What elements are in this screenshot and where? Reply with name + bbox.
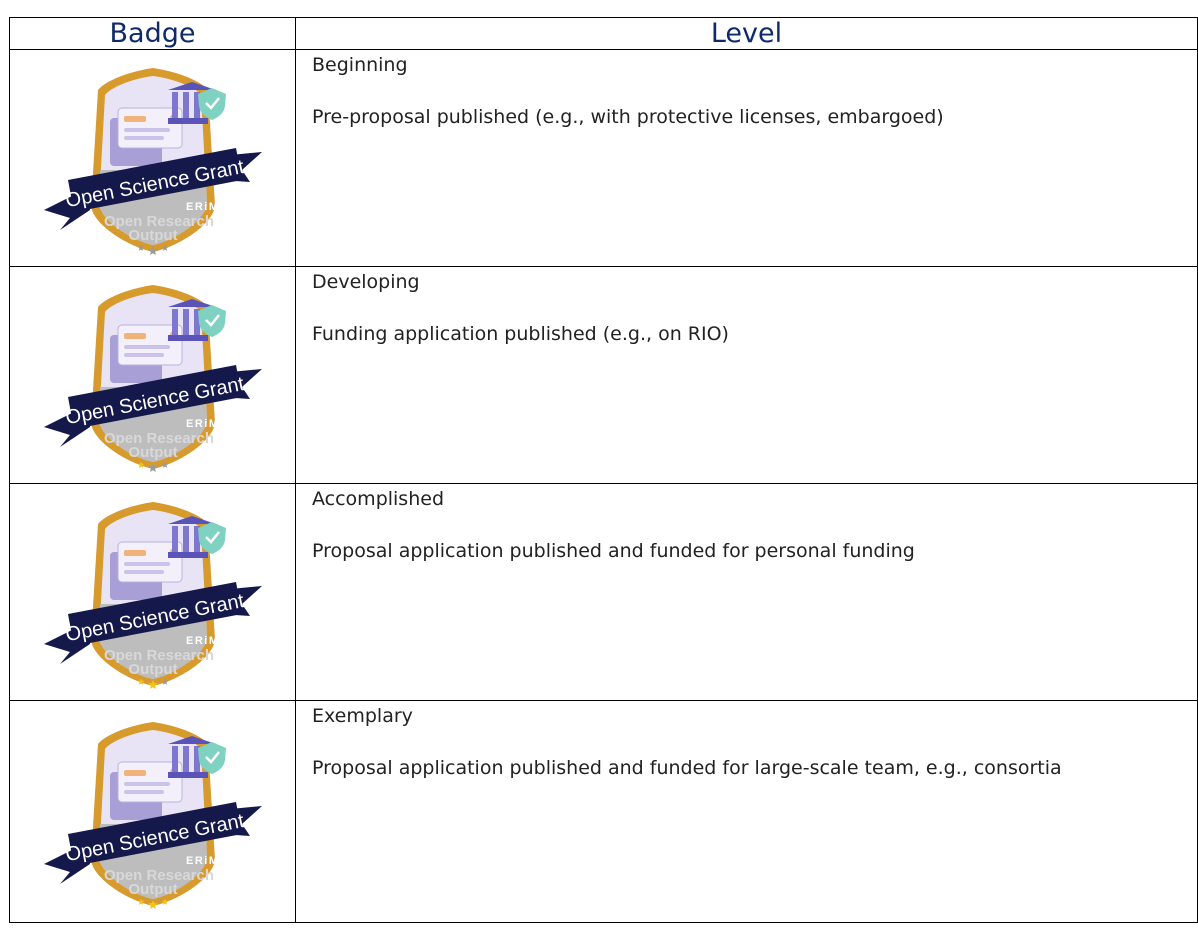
- badge-brand-text: ERiM: [186, 855, 220, 867]
- badge-brand-text: ERiM: [186, 418, 220, 430]
- badge-brand-text: ERiM: [186, 201, 220, 213]
- star-icon: [147, 899, 158, 909]
- level-cell: Developing Funding application published…: [295, 266, 1198, 484]
- star-icon: [161, 244, 168, 251]
- badge-sub-text: Open Research: [103, 430, 213, 447]
- level-name: Exemplary: [312, 705, 413, 727]
- level-description: Pre-proposal published (e.g., with prote…: [312, 106, 944, 128]
- star-icon: [137, 244, 144, 251]
- level-description: Proposal application published and funde…: [312, 757, 1062, 779]
- table-header-row: Badge Level: [9, 17, 1198, 50]
- level-name: Accomplished: [312, 488, 444, 510]
- level-cell: Accomplished Proposal application publis…: [295, 483, 1198, 701]
- badge-sub-text: Output: [128, 444, 177, 461]
- star-icon: [161, 461, 168, 468]
- star-icon: [161, 898, 168, 905]
- level-name: Developing: [312, 271, 420, 293]
- badge-sub-text: Output: [128, 661, 177, 678]
- level-cell: Beginning Pre-proposal published (e.g., …: [295, 49, 1198, 267]
- badge-sub-text: Open Research: [103, 647, 213, 664]
- badge-brand-text: ERiM: [186, 635, 220, 647]
- star-icon: [147, 463, 158, 473]
- header-badge: Badge: [9, 17, 296, 50]
- star-icon: [147, 680, 158, 690]
- star-icon: [137, 461, 144, 468]
- level-description: Proposal application published and funde…: [312, 540, 915, 562]
- star-icon: [137, 898, 144, 905]
- level-name: Beginning: [312, 54, 408, 76]
- level-description: Funding application published (e.g., on …: [312, 323, 729, 345]
- star-icon: [161, 678, 168, 685]
- badge-sub-text: Output: [128, 227, 177, 244]
- badge-sub-text: Output: [128, 881, 177, 898]
- star-icon: [147, 246, 158, 256]
- badge-sub-text: Open Research: [103, 867, 213, 884]
- badge-sub-text: Open Research: [103, 213, 213, 230]
- star-icon: [137, 678, 144, 685]
- header-level: Level: [295, 17, 1198, 50]
- level-cell: Exemplary Proposal application published…: [295, 700, 1198, 923]
